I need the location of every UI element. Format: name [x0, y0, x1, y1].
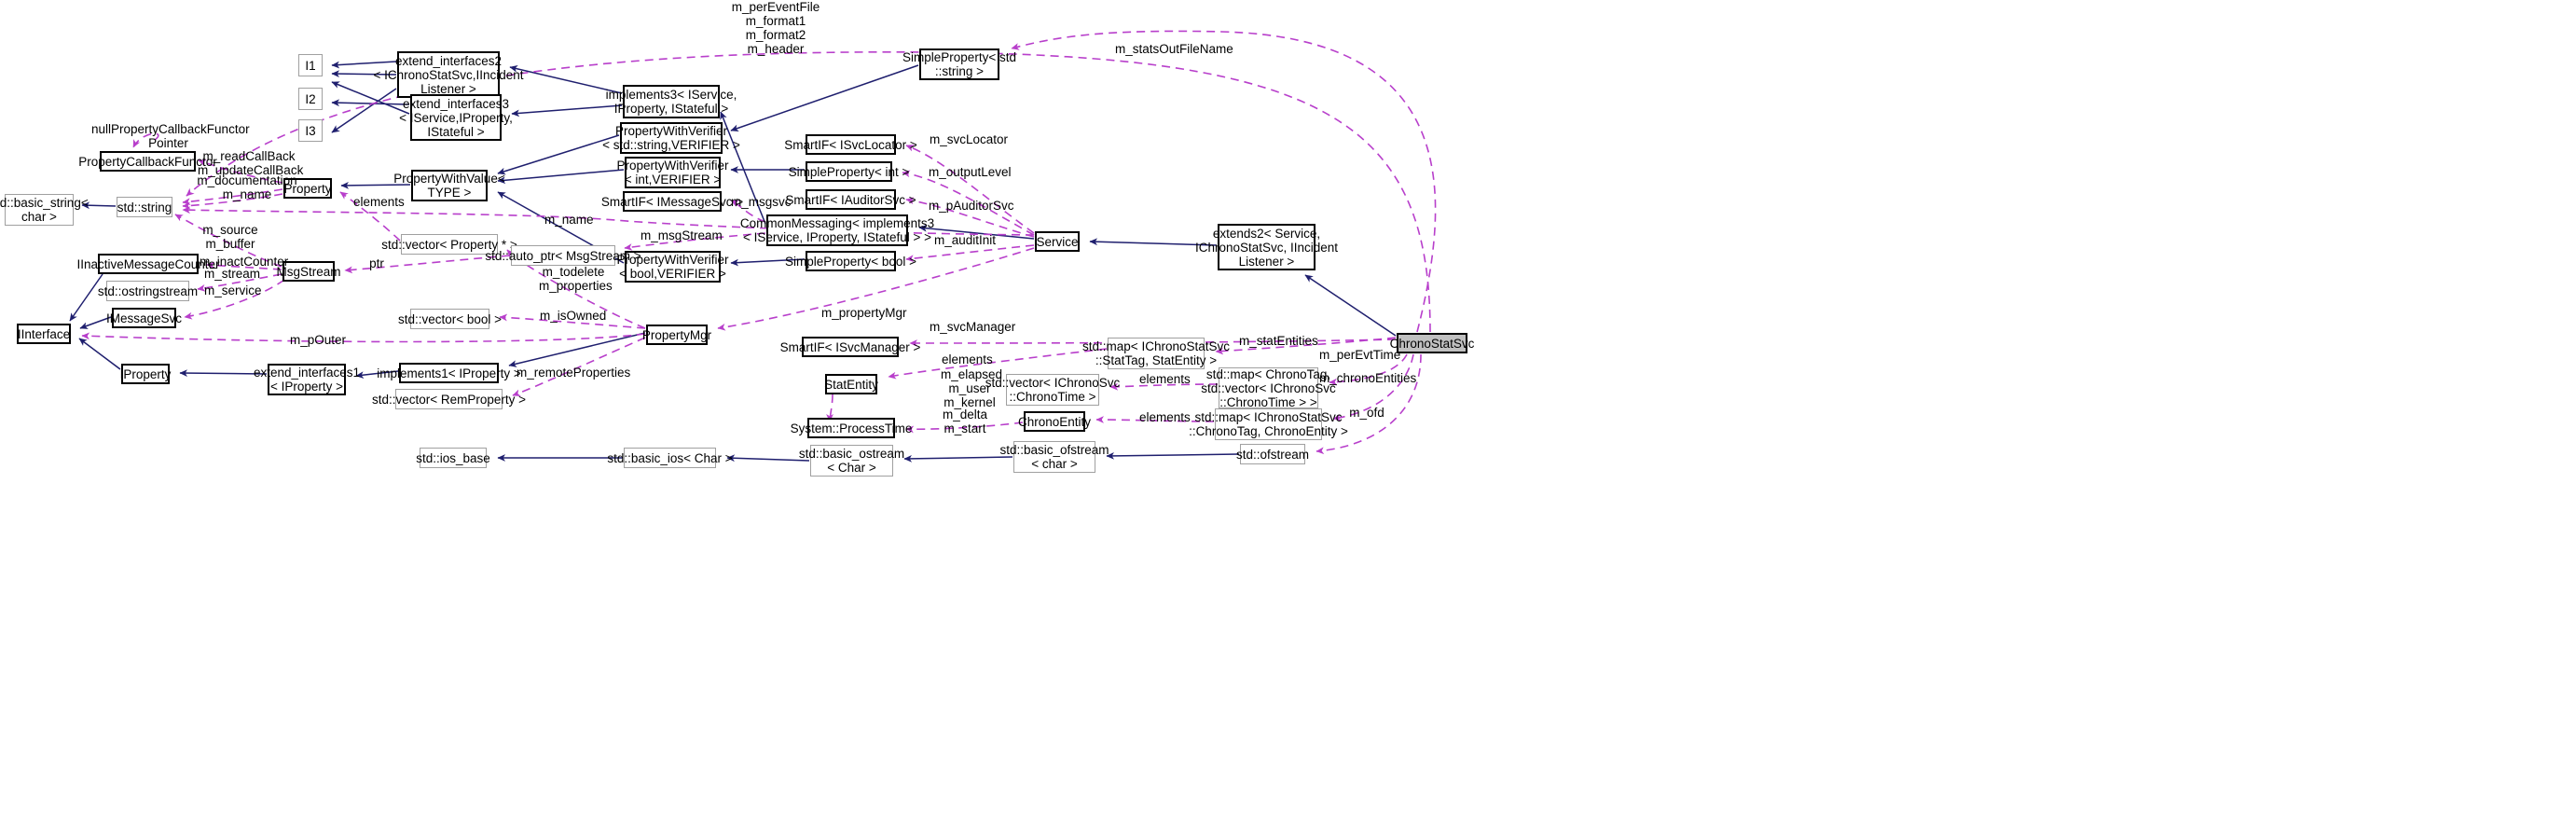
class-node-commonmessaging-implements3-iservice-iproperty-istateful[interactable]: CommonMessaging< implements3 < IService,… — [739, 214, 935, 246]
class-node-simpleproperty-int[interactable]: SimpleProperty< int > — [789, 161, 909, 182]
class-node-propertywithvalue-type[interactable]: PropertyWithValue< TYPE > — [393, 170, 505, 201]
class-node-simpleproperty-bool[interactable]: SimpleProperty< bool > — [785, 251, 916, 271]
class-node-chronoentity[interactable]: ChronoEntity — [1018, 411, 1091, 432]
class-node-imessagesvc[interactable]: IMessageSvc — [106, 308, 182, 328]
class-node-std-basic-ostream-char[interactable]: std::basic_ostream < Char > — [798, 445, 905, 477]
class-node-propertywithverifier-std-string-verifier[interactable]: PropertyWithVerifier < std::string,VERIF… — [602, 122, 740, 154]
class-node-propertywithverifier-int-verifier[interactable]: PropertyWithVerifier < int,VERIFIER > — [616, 157, 729, 188]
class-node-i3[interactable]: I3 — [298, 119, 323, 142]
class-node-std-vector-ichronosvc-chronotime[interactable]: std::vector< IChronoSvc ::ChronoTime > — [985, 374, 1121, 406]
class-node-propertywithverifier-bool-verifier[interactable]: PropertyWithVerifier < bool,VERIFIER > — [616, 251, 729, 283]
class-node-std-ofstream[interactable]: std::ofstream — [1236, 444, 1309, 464]
class-node-i2[interactable]: I2 — [298, 88, 323, 110]
class-node-iinterface[interactable]: IInterface — [17, 324, 71, 344]
class-node-statentity[interactable]: StatEntity — [824, 374, 878, 394]
class-node-chronostatsvc[interactable]: ChronoStatSvc — [1390, 333, 1474, 353]
class-node-implements3-iservice-iproperty-istateful[interactable]: implements3< IService, IProperty, IState… — [606, 85, 737, 118]
class-node-std-ios-base[interactable]: std::ios_base — [416, 448, 490, 468]
class-node-std-map-ichronostatsvc-chronotag-chronoentity[interactable]: std::map< IChronoStatSvc ::ChronoTag, Ch… — [1189, 408, 1348, 440]
class-node-std-vector-bool[interactable]: std::vector< bool > — [398, 309, 502, 329]
class-node-msgstream[interactable]: MsgStream — [276, 261, 341, 282]
class-node-std-ostringstream[interactable]: std::ostringstream — [98, 281, 198, 301]
class-node-iinactivemessagecounter[interactable]: IInactiveMessageCounter — [76, 254, 220, 274]
class-node-simpleproperty-std-string[interactable]: SimpleProperty< std ::string > — [902, 48, 1016, 80]
class-node-extend-interfaces3-iservice-iproperty-istateful[interactable]: extend_interfaces3 < IService,IProperty,… — [399, 94, 513, 141]
class-node-std-vector-remproperty[interactable]: std::vector< RemProperty > — [372, 389, 526, 409]
class-node-propertymgr[interactable]: PropertyMgr — [642, 325, 711, 345]
class-node-std-vector-property[interactable]: std::vector< Property * > — [381, 234, 517, 255]
class-node-i1[interactable]: I1 — [298, 54, 323, 76]
class-node-system-processtime[interactable]: System::ProcessTime — [791, 418, 912, 438]
class-node-std-map-chronotag-std-vector-ichronosvc-chronotime[interactable]: std::map< ChronoTag, std::vector< IChron… — [1201, 366, 1336, 409]
class-node-iproperty[interactable]: IProperty — [120, 364, 171, 384]
class-node-extend-interfaces1-iproperty[interactable]: extend_interfaces1 < IProperty > — [253, 364, 361, 395]
class-node-extend-interfaces2-ichronostatsvc-iincident-listener[interactable]: extend_interfaces2 < IChronoStatSvc,IInc… — [374, 51, 523, 98]
class-node-std-basic-ios-char[interactable]: std::basic_ios< Char > — [607, 448, 733, 468]
class-node-extends2-service-ichronostatsvc-iincident-listener[interactable]: extends2< Service, IChronoStatSvc, IInci… — [1195, 224, 1338, 270]
class-node-std-basic-string-char[interactable]: std::basic_string< char > — [0, 194, 89, 226]
class-node-smartif-imessagesvc[interactable]: SmartIF< IMessageSvc > — [601, 191, 743, 212]
class-node-smartif-isvcmanager[interactable]: SmartIF< ISvcManager > — [780, 337, 920, 357]
class-node-std-map-ichronostatsvc-stattag-statentity[interactable]: std::map< IChronoStatSvc ::StatTag, Stat… — [1082, 338, 1230, 369]
class-node-std-string[interactable]: std::string — [117, 197, 172, 217]
class-node-service[interactable]: Service — [1035, 231, 1080, 252]
class-node-propertycallbackfunctor[interactable]: PropertyCallbackFunctor — [78, 151, 217, 172]
class-node-std-auto-ptr-msgstream[interactable]: std::auto_ptr< MsgStream > — [485, 245, 641, 266]
class-node-smartif-isvclocator[interactable]: SmartIF< ISvcLocator > — [784, 134, 917, 155]
class-node-std-basic-ofstream-char[interactable]: std::basic_ofstream < char > — [999, 441, 1109, 473]
class-node-implements1-iproperty[interactable]: implements1< IProperty > — [377, 363, 521, 383]
class-node-smartif-iauditorsvc[interactable]: SmartIF< IAuditorSvc > — [785, 189, 916, 210]
class-node-property[interactable]: Property — [283, 178, 332, 199]
